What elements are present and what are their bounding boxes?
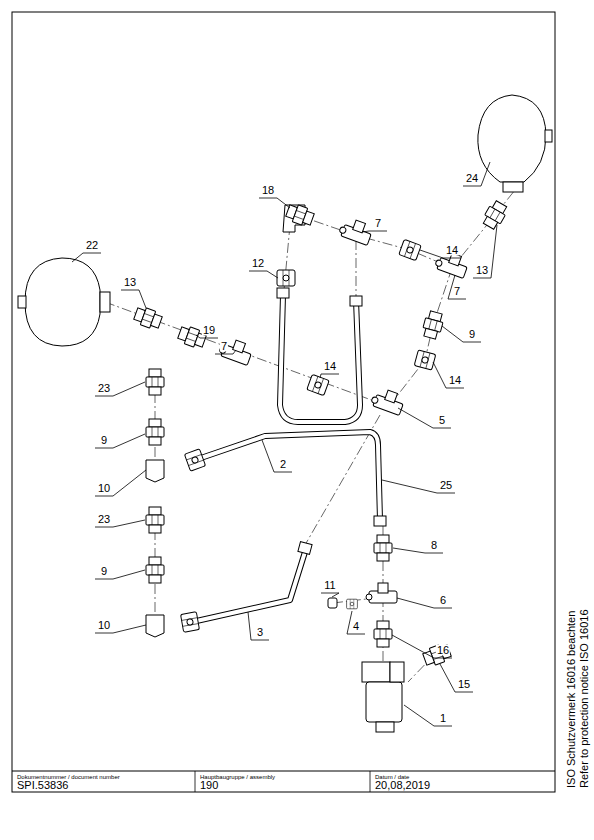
- leader-line: [95, 496, 113, 497]
- leader-line: [382, 480, 437, 493]
- callout-number: 10: [97, 483, 111, 494]
- leader-line: [248, 612, 251, 640]
- leader-line: [434, 608, 452, 609]
- leader-line: [404, 705, 434, 726]
- leader-line: [113, 625, 146, 633]
- leader-line: [113, 570, 145, 579]
- leader-line: [434, 658, 452, 659]
- leader-line: [463, 342, 481, 343]
- leader-line: [437, 493, 455, 494]
- protection-notice: Refer to protection notice ISO 16016: [579, 608, 590, 789]
- leader-line: [251, 640, 269, 641]
- callout-number: 23: [97, 514, 111, 525]
- callout-number: 19: [202, 325, 216, 336]
- leader-line: [277, 198, 290, 208]
- leader-line: [72, 253, 83, 262]
- leader-line: [95, 396, 113, 397]
- callout-number: 11: [323, 580, 336, 591]
- callout-number: 16: [436, 645, 450, 656]
- callout-number: 10: [97, 620, 111, 631]
- leader-line: [83, 253, 101, 254]
- leader-line: [200, 338, 218, 339]
- callout-number: 8: [430, 540, 438, 551]
- callout-number: 13: [123, 277, 137, 288]
- leader-line: [446, 388, 464, 389]
- title-block-text: 20,08,2019: [374, 780, 431, 791]
- callout-number: 6: [439, 595, 447, 606]
- title-block-text: SPI.53836: [16, 780, 69, 791]
- leader-line: [121, 290, 139, 291]
- leader-line: [321, 374, 339, 375]
- callout-number: 2: [279, 459, 287, 470]
- leader-line: [249, 271, 267, 272]
- leader-line: [320, 374, 321, 378]
- leader-line: [95, 527, 113, 528]
- callout-number: 24: [465, 173, 479, 184]
- callout-number: 18: [261, 185, 275, 196]
- leader-line: [215, 354, 233, 355]
- leader-line: [425, 553, 443, 554]
- callout-number: 7: [220, 341, 228, 352]
- leader-line: [321, 593, 339, 594]
- leader-line: [491, 225, 497, 278]
- callout-number: 9: [468, 329, 476, 340]
- leader-line: [113, 470, 146, 496]
- leader-line: [473, 278, 491, 279]
- callout-number: 5: [438, 415, 446, 426]
- callout-number: 14: [448, 375, 462, 386]
- callout-number: 14: [323, 361, 337, 372]
- leader-line: [463, 186, 481, 187]
- callout-number: 9: [100, 435, 108, 446]
- leader-line: [113, 382, 145, 396]
- leader-line: [443, 258, 461, 259]
- callout-number: 3: [256, 627, 264, 638]
- callout-number: 13: [475, 265, 489, 276]
- protection-notice: ISO Schutzvermerk 16016 beachten: [566, 610, 577, 789]
- leader-line: [332, 593, 339, 597]
- leader-line: [233, 350, 236, 354]
- callout-number: 1: [439, 713, 447, 724]
- title-block-text: 190: [199, 780, 219, 791]
- callout-number: 4: [352, 621, 360, 632]
- callout-number: 15: [457, 679, 471, 690]
- leader-line: [448, 299, 466, 300]
- leader-line: [262, 440, 274, 472]
- leader-line: [397, 598, 434, 608]
- leader-line: [362, 231, 369, 232]
- leader-line: [95, 448, 113, 449]
- leader-line: [267, 271, 278, 278]
- leader-line: [95, 579, 113, 580]
- leader-line: [398, 408, 433, 428]
- leader-line: [433, 362, 446, 388]
- leader-line: [113, 520, 145, 527]
- leader-line: [434, 726, 452, 727]
- leader-line: [393, 548, 425, 553]
- callout-number: 22: [85, 240, 99, 251]
- leader-line: [259, 198, 277, 199]
- callout-number: 23: [97, 383, 111, 394]
- leader-line: [113, 434, 145, 448]
- leader-line: [455, 692, 473, 693]
- leader-line: [481, 162, 490, 186]
- callout-number: 14: [445, 245, 459, 256]
- leader-line: [440, 664, 455, 692]
- leader-line: [392, 635, 434, 658]
- leader-line: [433, 428, 451, 429]
- leader-line: [196, 335, 200, 338]
- callout-number: 12: [251, 258, 265, 269]
- leader-line: [442, 326, 463, 342]
- callout-number: 25: [439, 480, 453, 491]
- leader-line: [369, 231, 387, 232]
- callout-number: 9: [100, 566, 108, 577]
- leader-line: [95, 633, 113, 634]
- leader-line: [274, 472, 292, 473]
- callout-number: 7: [453, 286, 461, 297]
- leader-line: [139, 290, 146, 308]
- leader-line: [347, 634, 365, 635]
- leader-line: [420, 250, 443, 258]
- callout-number: 7: [374, 218, 382, 229]
